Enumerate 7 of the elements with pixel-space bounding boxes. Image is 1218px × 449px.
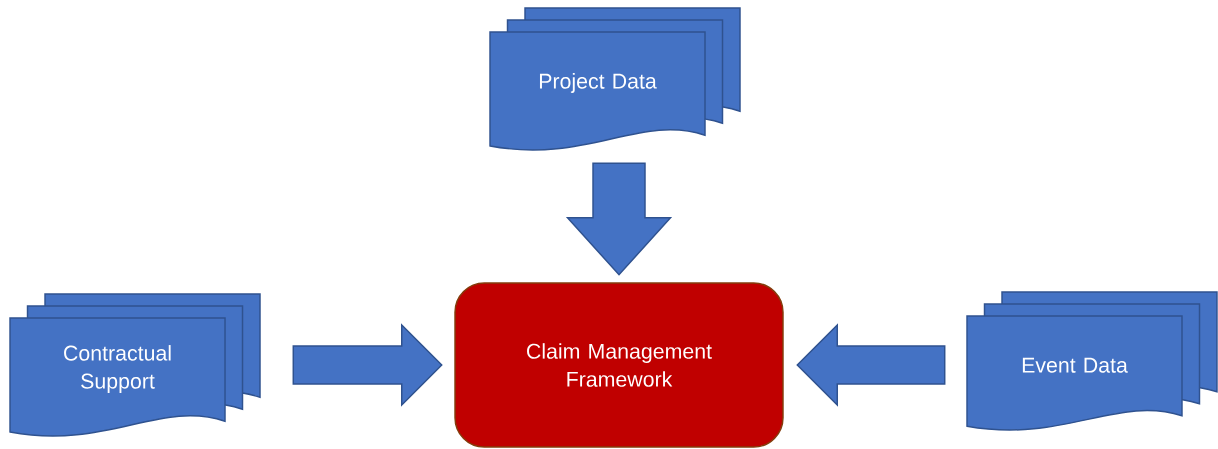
document-stack: Event Data (966, 291, 1218, 431)
document-stack: Project Data (489, 7, 741, 151)
process-box: Claim Management Framework (454, 282, 784, 448)
block-arrow (565, 162, 673, 276)
block-arrow (796, 323, 946, 407)
block-arrow (292, 323, 443, 407)
document-stack: Contractual Support (9, 293, 261, 437)
